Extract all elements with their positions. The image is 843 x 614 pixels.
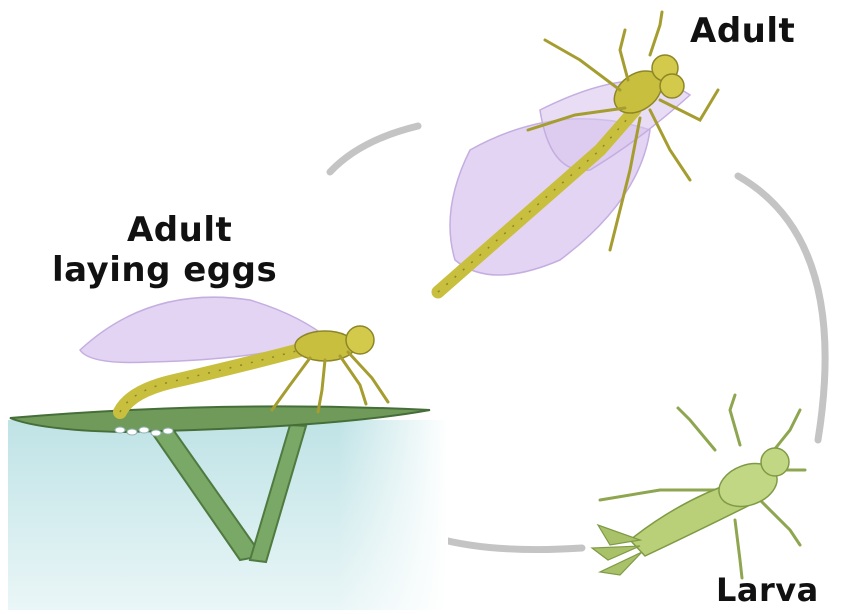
arrow-laying-to-adult — [330, 126, 418, 172]
label-laying-line2: laying eggs — [52, 250, 277, 290]
adult-laying-eggs-insect — [80, 297, 388, 412]
larva-insect — [592, 395, 805, 578]
adult-insect — [438, 12, 718, 292]
label-laying-line1: Adult — [52, 210, 277, 250]
label-adult: Adult — [690, 14, 795, 48]
label-adult-laying-eggs: Adult laying eggs — [52, 210, 277, 290]
label-larva: Larva — [716, 574, 819, 606]
arrow-adult-to-larva — [738, 176, 825, 440]
